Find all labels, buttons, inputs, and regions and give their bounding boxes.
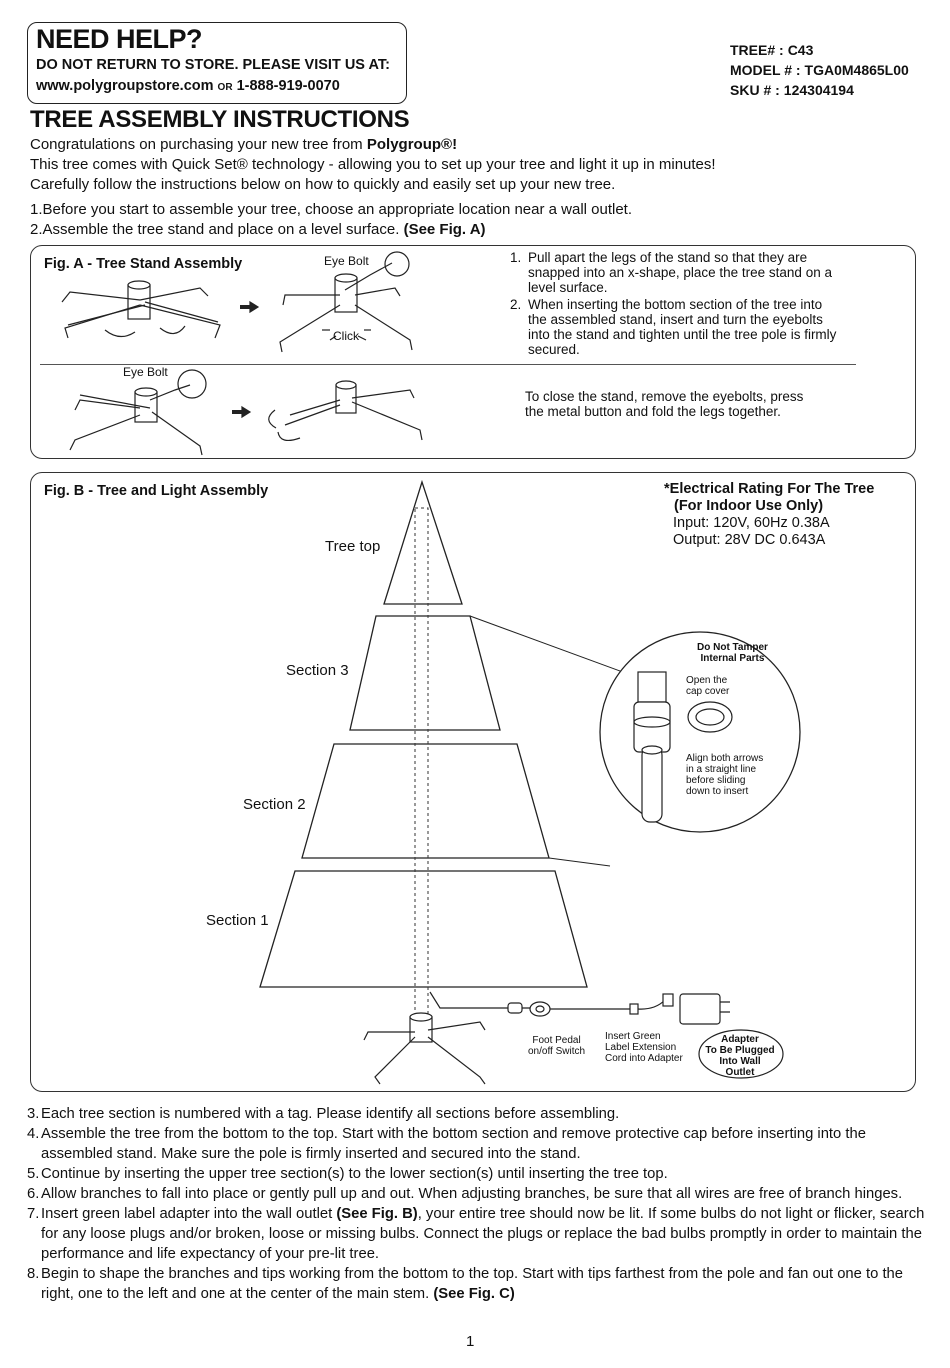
click-label: Click [333,329,359,343]
help-contact: www.polygroupstore.com OR 1-888-919-0070 [36,78,340,94]
steps-bottom: 3.Each tree section is numbered with a t… [27,1104,927,1304]
stand-open-illustration [61,280,221,339]
step-4: 4.Assemble the tree from the bottom to t… [27,1126,866,1162]
align-arrows-text: Align both arrows in a straight line bef… [686,753,764,797]
section-1-shape [259,870,588,988]
pole-dashed [414,507,429,1029]
step-5: 5.Continue by inserting the upper tree s… [27,1166,668,1182]
tree-top-shape [383,479,463,605]
intro-line3: Carefully follow the instructions below … [30,176,616,193]
section-3-shape [349,615,501,731]
warning-text: Do Not Tamper Internal Parts [697,642,768,664]
step-3: 3.Each tree section is numbered with a t… [27,1106,620,1122]
tree-diagram [259,479,801,1085]
page-number: 1 [466,1333,475,1350]
stand-folded-illustration [268,380,423,442]
intro-line2: This tree comes with Quick Set® technolo… [30,156,716,173]
step-7: 7.Insert green label adapter into the wa… [27,1206,925,1262]
fig-a-title: Fig. A - Tree Stand Assembly [44,256,243,272]
help-or: OR [217,82,233,93]
sku-value: 124304194 [783,82,854,98]
fig-b-box [30,472,916,1092]
insert-cord-label: Insert Green Label Extension Cord into A… [605,1031,683,1064]
fig-a-instruction-1: 1.Pull apart the legs of the stand so th… [510,250,832,295]
fig-a-divider [40,364,856,365]
step-6: 6.Allow branches to fall into place or g… [27,1186,903,1202]
adapter-label: Adapter To Be Plugged Into Wall Outlet [705,1034,775,1078]
stand-x-illustration [279,251,413,353]
tree-label: TREE# : [730,42,784,58]
tree-value: C43 [787,42,814,58]
stand-close-illustration [69,369,207,456]
page-title: TREE ASSEMBLY INSTRUCTIONS [30,106,410,133]
fig-a-box [30,245,916,459]
step-8: 8.Begin to shape the branches and tips w… [27,1266,904,1302]
section-2-shape [301,743,550,859]
fig-a-instruction-2: 2.When inserting the bottom section of t… [510,297,837,357]
tree-stand-bottom [363,1012,486,1085]
electrical-heading: *Electrical Rating For The Tree [664,481,875,497]
help-notice: DO NOT RETURN TO STORE. PLEASE VISIT US … [36,57,390,73]
eye-bolt-label-1: Eye Bolt [324,254,369,268]
electrical-sub: (For Indoor Use Only) [674,498,824,514]
help-box [27,22,407,104]
model-value: TGA0M4865L00 [804,62,909,78]
sku-label: SKU # : [730,82,780,98]
label-section-2: Section 2 [243,796,306,813]
foot-pedal-label: Foot Pedal on/off Switch [528,1035,586,1057]
fig-a-instructions: 1.Pull apart the legs of the stand so th… [510,250,840,359]
intro-line1: Congratulations on purchasing your new t… [30,136,367,153]
electrical-input: Input: 120V, 60Hz 0.38A [673,515,830,531]
eye-bolt-label-2: Eye Bolt [123,365,168,379]
cap-pole [637,671,667,703]
model-label: MODEL # : [730,62,801,78]
step-2: 2.Assemble the tree stand and place on a… [30,221,486,238]
product-ids: TREE# :C43 MODEL # :TGA0M4865L00 SKU # :… [730,40,909,100]
help-url[interactable]: www.polygroupstore.com [36,78,214,94]
electrical-output: Output: 28V DC 0.643A [673,532,826,548]
step-1: 1.Before you start to assemble your tree… [30,201,633,218]
adapter-callout [698,1029,784,1079]
brand: Polygroup®! [366,136,458,153]
open-cap-text: Open the cap cover [686,675,730,697]
steps-top: 1.Before you start to assemble your tree… [30,200,632,240]
label-section-1: Section 1 [206,912,269,929]
help-phone: 1-888-919-0070 [236,78,340,94]
close-stand-text: To close the stand, remove the eyebolts,… [525,389,804,419]
intro: Congratulations on purchasing your new t… [30,135,716,195]
help-title: NEED HELP? [36,24,203,54]
fig-b-title: Fig. B - Tree and Light Assembly [44,483,269,499]
stand-illustrations [61,251,423,456]
label-section-3: Section 3 [286,662,349,679]
electrical-rating: *Electrical Rating For The Tree (For Ind… [664,481,874,549]
label-tree-top: Tree top [325,538,381,555]
